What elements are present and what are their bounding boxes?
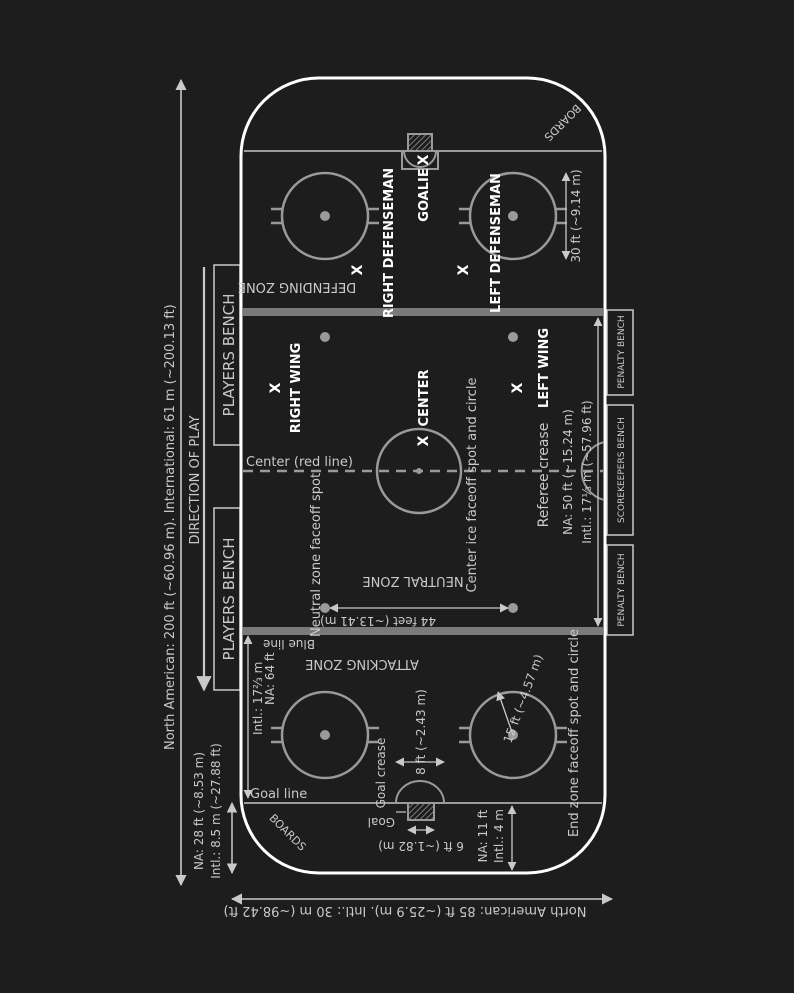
left-defenseman-marker: X (456, 264, 472, 275)
defending-faceoff-circle-left (271, 171, 379, 261)
ft-8-label: 8 ft (~2.43 m) (414, 689, 428, 775)
players-bench-lower-label: PLAYERS BENCH (220, 538, 238, 661)
center-faceoff-spot (416, 468, 422, 474)
width-dimension-label: North American: 85 ft (~25.9 m). Intl.: … (224, 903, 587, 918)
attacking-zone-label: ATTACKING ZONE (305, 656, 419, 671)
boards-label-bottom: BOARDS (266, 812, 308, 854)
direction-of-play-label: DIRECTION OF PLAY (188, 415, 203, 544)
right-defenseman-label: RIGHT DEFENSEMAN (382, 168, 397, 318)
intl-85m-label: Intl.: 8.5 m (~27.88 ft) (209, 743, 223, 879)
penalty-bench-lower (606, 544, 634, 636)
neutral-zone-label: NEUTRAL ZONE (362, 573, 463, 588)
neutral-spot-3 (320, 603, 330, 613)
right-defenseman-marker: X (350, 264, 366, 275)
left-wing-marker: X (510, 382, 526, 393)
boards-label-top: BOARDS (541, 101, 583, 143)
goal-bottom (395, 780, 445, 821)
right-wing-marker: X (268, 382, 284, 393)
attacking-faceoff-circle-right (459, 690, 567, 780)
neutral-spot-1 (320, 332, 330, 342)
neutral-spot-4 (508, 603, 518, 613)
goalie-marker: X (416, 154, 432, 165)
ft-6-label: 6 ft (~1.82 m) (378, 839, 464, 853)
goal-top (401, 133, 439, 170)
intl-17m-label: Intl.: 17⅓ m (~57.96 ft) (580, 400, 594, 543)
penalty-bench-lower-label: PENALTY BENCH (617, 553, 627, 626)
penalty-bench-upper (606, 309, 634, 396)
referee-crease-label: Referee crease (536, 423, 552, 528)
neutral-spot-2 (508, 332, 518, 342)
goal-crease-label: Goal crease (374, 738, 388, 809)
defending-spot-left (320, 211, 330, 221)
na-64ft-label: NA: 64 ft (263, 652, 277, 705)
defending-spot-right (508, 211, 518, 221)
penalty-bench-upper-label: PENALTY BENCH (617, 315, 627, 388)
goal-label: Goal (368, 815, 395, 829)
na-11ft-label: NA: 11 ft (476, 809, 490, 862)
na-50ft-label: NA: 50 ft (~15.24 m) (561, 409, 575, 535)
defending-zone-label: DEFENDING ZONE (238, 279, 357, 294)
center-marker: X (416, 435, 432, 446)
attacking-spot-left (320, 730, 330, 740)
scorekeepers-bench-label: SCOREKEEPERS BENCH (617, 417, 627, 523)
intl-17-m-label: Intl.: 17⅔ m (251, 662, 265, 735)
ft-15-radius-arrow (496, 691, 514, 736)
feet-44-label: 44 feet (~13.41 m) (320, 614, 436, 628)
rink-boards (239, 76, 607, 875)
blue-line-label: Blue line (263, 637, 315, 651)
center-red-line-label: Center (red line) (246, 455, 353, 470)
left-wing-label: LEFT WING (537, 328, 552, 408)
scorekeepers-bench (606, 404, 634, 536)
attacking-faceoff-circle-left (271, 690, 379, 780)
ft-15-label: 15 ft (~4.57 m) (501, 652, 546, 744)
goalie-label: GOALIE (417, 168, 432, 221)
end-zone-faceoff-label: End zone faceoff spot and circle (567, 629, 582, 837)
right-wing-label: RIGHT WING (289, 343, 304, 434)
goal-line-label: Goal line (250, 787, 307, 802)
ft-30-label: 30 ft (~9.14 m) (569, 169, 583, 262)
length-dimension-label: North American: 200 ft (~60.96 m). Inter… (163, 304, 178, 750)
players-bench-upper-label: PLAYERS BENCH (220, 294, 238, 417)
neutral-zone-faceoff-label: Neutral zone faceoff spot (309, 473, 324, 637)
left-defenseman-label: LEFT DEFENSEMAN (489, 173, 504, 313)
intl-4m-label: Intl.: 4 m (492, 809, 506, 863)
center-ice-faceoff-label: Center ice faceoff spot and circle (465, 378, 480, 593)
na-28ft-label: NA: 28 ft (~8.53 m) (192, 752, 206, 870)
center-label: CENTER (417, 369, 432, 426)
center-faceoff-circle (375, 427, 463, 515)
